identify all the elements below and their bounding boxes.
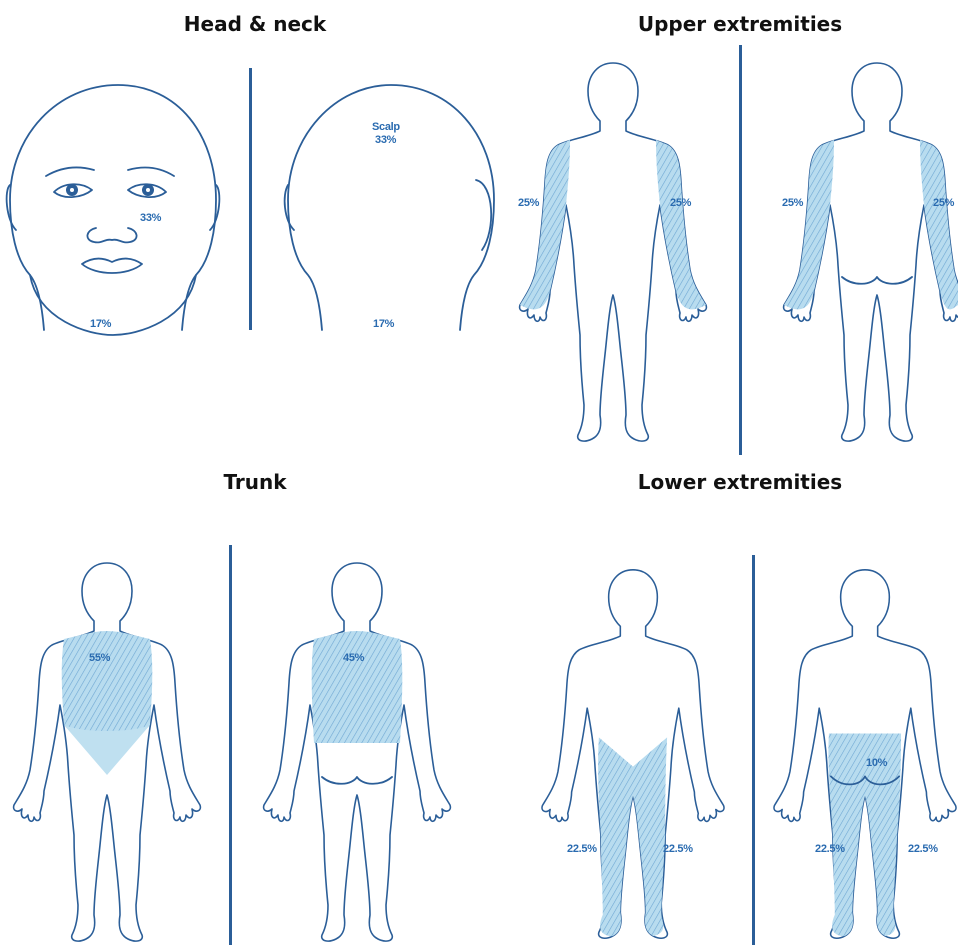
trunk-title: Trunk [150,470,360,494]
lower-back-right-pct: 22.5% [908,843,938,855]
upper-front-left-pct: 25% [518,197,539,209]
trunk-divider [229,545,232,945]
body-front-icon [12,555,202,945]
body-back-icon [782,50,958,450]
upper-front-right-pct: 25% [670,197,691,209]
back-neck-pct: 17% [373,318,394,330]
front-neck-pct: 17% [90,318,111,330]
upper-divider [739,45,742,455]
head-neck-title: Head & neck [150,12,360,36]
trunk-front-pct: 55% [89,652,110,664]
lower-front-left-pct: 22.5% [567,843,597,855]
lower-front-right-pct: 22.5% [663,843,693,855]
head-back-icon [286,80,496,335]
buttocks-pct: 10% [866,757,887,769]
face-icon [8,80,218,335]
head-neck-divider [249,68,252,330]
lower-extremities-title: Lower extremities [620,470,860,494]
lower-divider [752,555,755,945]
lower-back-left-pct: 22.5% [815,843,845,855]
body-back-icon [770,562,958,942]
face-pct: 33% [140,212,161,224]
scalp-label: Scalp [372,121,400,133]
upper-back-left-pct: 25% [782,197,803,209]
trunk-back-pct: 45% [343,652,364,664]
body-front-icon [538,562,728,942]
upper-back-right-pct: 25% [933,197,954,209]
scalp-pct: 33% [375,134,396,146]
body-front-icon [518,50,708,450]
body-back-icon [262,555,452,945]
upper-extremities-title: Upper extremities [620,12,860,36]
